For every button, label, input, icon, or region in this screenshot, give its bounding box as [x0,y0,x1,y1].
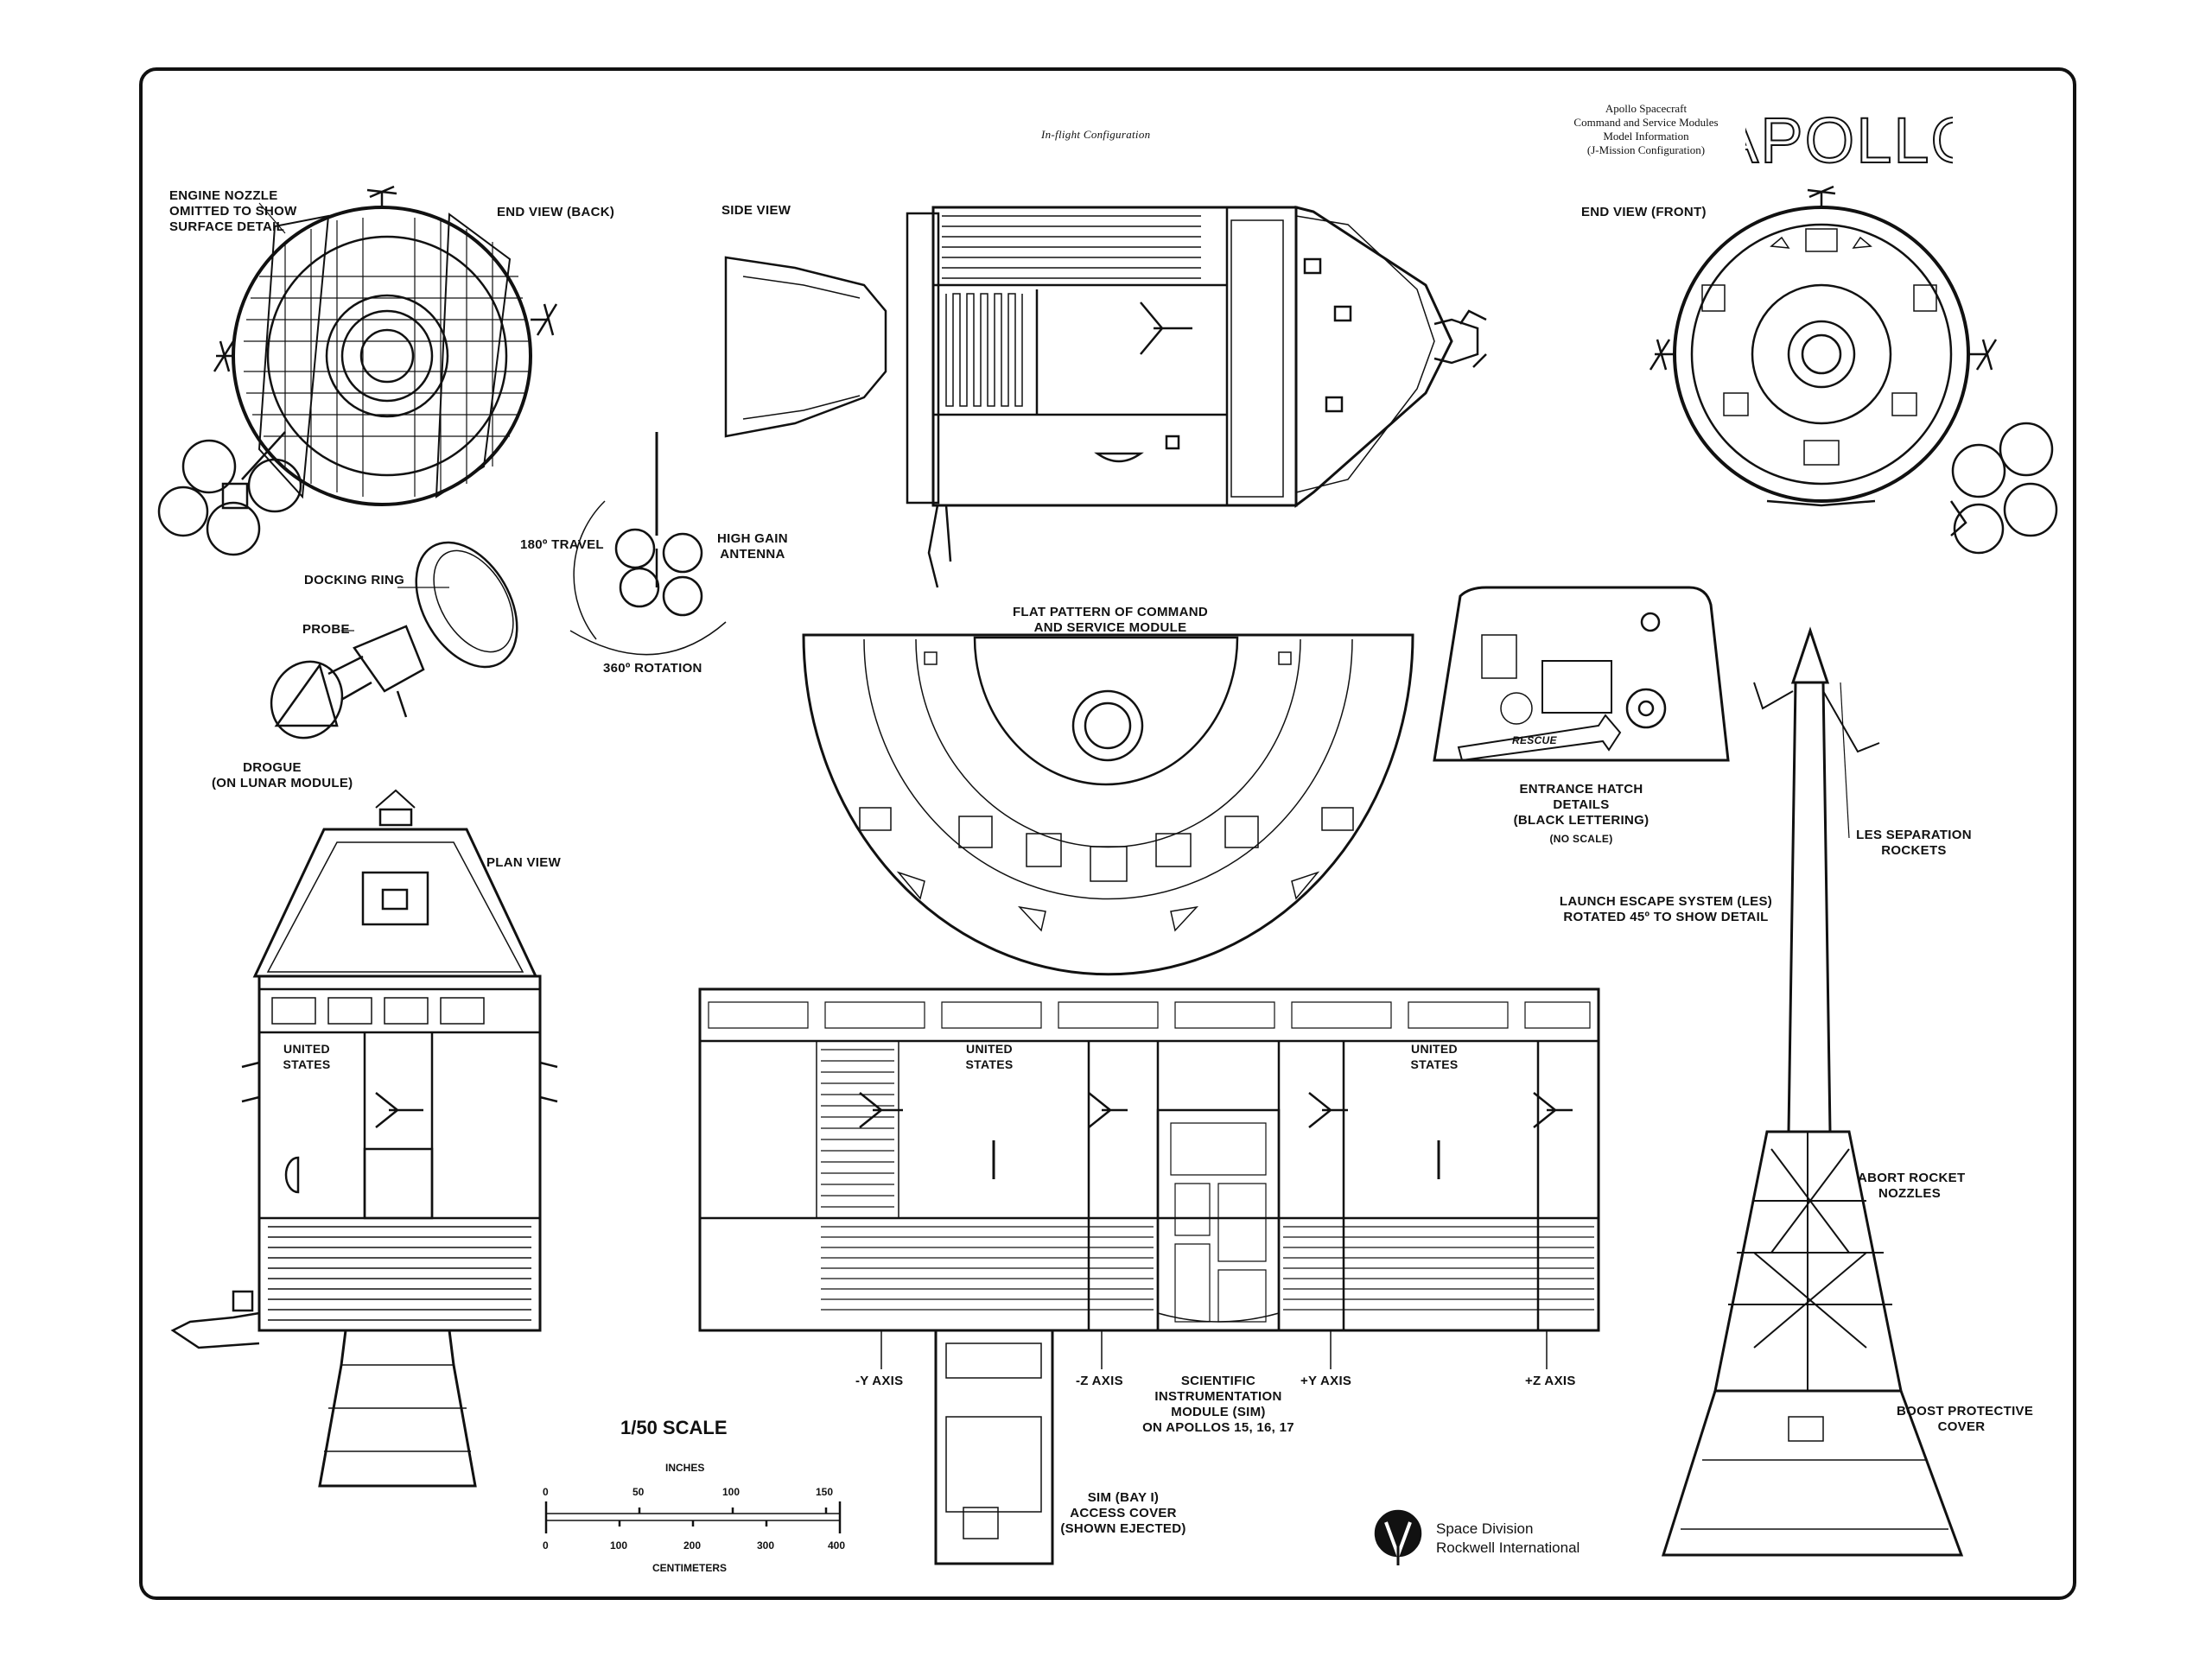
scale-cm-tick: 300 [757,1539,775,1552]
label-les-rotated: LAUNCH ESCAPE SYSTEM (LES)ROTATED 45º TO… [1559,894,1773,924]
company-block: Space Division Rockwell International [1365,1512,1624,1572]
info-line: Apollo Spacecraft [1605,102,1688,115]
info-line: Command and Service Modules [1573,116,1719,129]
rockwell-logo-mark [1374,1509,1422,1565]
scale-inch-tick: 0 [543,1486,549,1498]
label-end-view-front: END VIEW (FRONT) [1581,205,1707,219]
scale-bar-drawing [544,1501,842,1533]
les-tower-drawing [1661,626,1964,1557]
scale-inches-label: INCHES [665,1462,705,1474]
plan-view-drawing [170,789,558,1488]
sim-strip-drawing [698,987,1600,1565]
scale-cm-tick: 0 [543,1539,549,1552]
side-view-drawing [724,206,1487,588]
company-division: Space Division [1436,1520,1534,1537]
company-name: Rockwell International [1436,1539,1580,1556]
flat-pattern-drawing [802,633,1414,976]
scale-inch-tick: 100 [722,1486,741,1498]
scale-cm-tick: 100 [610,1539,628,1552]
label-plan-view: PLAN VIEW [486,855,562,870]
docking-components-drawing [270,541,518,739]
apollo-logo-text: APOLLO [1745,105,1953,176]
label-drogue: DROGUE(ON LUNAR MODULE) [212,760,353,790]
label-axis-minus-y: -Y AXIS [855,1374,904,1388]
label-axis-plus-z: +Z AXIS [1525,1374,1576,1388]
label-no-scale: (NO SCALE) [1549,833,1613,845]
scale-inch-tick: 50 [632,1486,645,1498]
label-rotation: 360º ROTATION [603,661,702,676]
label-travel: 180º TRAVEL [520,537,604,552]
scale-cm-label: CENTIMETERS [652,1562,728,1574]
label-rescue: RESCUE [1512,734,1557,746]
leader-lines [258,202,1850,839]
label-docking-ring: DOCKING RING [304,573,405,587]
info-line: (J-Mission Configuration) [1586,143,1706,156]
label-side-view: SIDE VIEW [721,203,791,218]
label-sim-cover: SIM (BAY I)ACCESS COVER(SHOWN EJECTED) [1060,1490,1186,1536]
label-probe: PROBE [302,622,350,637]
entrance-hatch-drawing [1433,586,1730,762]
info-line: Model Information [1603,130,1689,143]
label-axis-plus-y: +Y AXIS [1300,1374,1352,1388]
sheet-border [139,67,2076,1600]
label-axis-minus-z: -Z AXIS [1076,1374,1123,1388]
scale-cm-tick: 200 [683,1539,702,1552]
end-view-front-drawing [1649,185,2058,555]
apollo-logo: APOLLO [1745,104,1953,177]
scale-title: 1/50 SCALE [620,1417,728,1438]
scale-inch-tick: 150 [816,1486,834,1498]
high-gain-antenna-drawing [569,432,727,656]
scale-cm-tick: 400 [828,1539,846,1552]
end-view-back-drawing [157,185,558,556]
subtitle: In-flight Configuration [1041,128,1151,141]
header-info: Apollo Spacecraft Command and Service Mo… [1555,102,1737,157]
label-end-view-back: END VIEW (BACK) [497,205,615,219]
